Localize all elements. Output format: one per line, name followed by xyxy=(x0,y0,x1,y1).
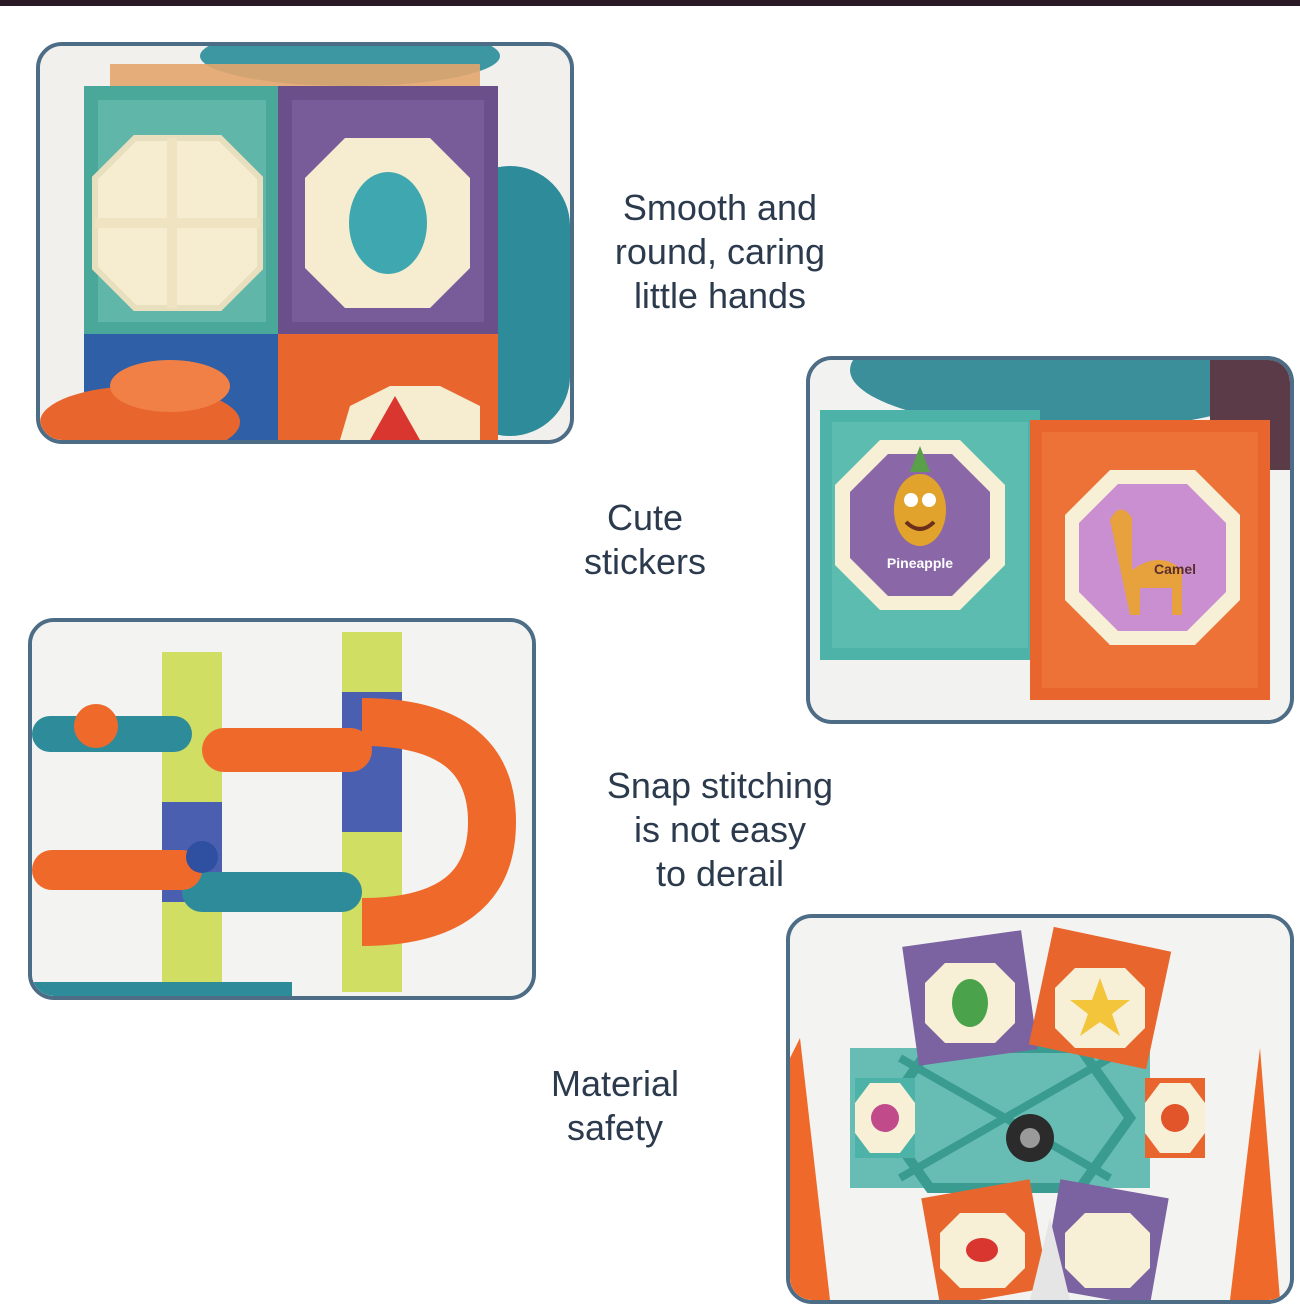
photo-panel-snap-stitching xyxy=(28,618,536,1000)
sticker-label-camel: Camel xyxy=(1154,561,1196,577)
caption-line: Snap stitching xyxy=(606,765,834,806)
feature-caption-smooth: Smooth and round, caring little hands xyxy=(590,186,850,318)
caption-line: Smooth and xyxy=(622,187,818,228)
wheel-photo xyxy=(790,918,1290,1300)
caption-line: stickers xyxy=(583,541,706,582)
stickers-photo: Pineapple Camel xyxy=(810,360,1290,720)
caption-line: to derail xyxy=(655,853,785,894)
photo-panel-smooth-edges xyxy=(36,42,574,444)
caption-line: Cute xyxy=(606,497,684,538)
caption-line: round, caring xyxy=(614,231,826,272)
caption-line: is not easy xyxy=(633,809,807,850)
caption-line: safety xyxy=(566,1107,664,1148)
top-bar xyxy=(0,0,1300,6)
cube-photo xyxy=(40,46,570,440)
feature-caption-material: Material safety xyxy=(530,1062,700,1150)
feature-caption-snap: Snap stitching is not easy to derail xyxy=(590,764,850,896)
photo-panel-stickers: Pineapple Camel xyxy=(806,356,1294,724)
caption-line: little hands xyxy=(633,275,807,316)
sticker-label-pineapple: Pineapple xyxy=(887,555,953,571)
tubes-photo xyxy=(32,622,532,996)
caption-line: Material xyxy=(550,1063,680,1104)
photo-panel-material-safety xyxy=(786,914,1294,1304)
feature-caption-stickers: Cute stickers xyxy=(560,496,730,584)
